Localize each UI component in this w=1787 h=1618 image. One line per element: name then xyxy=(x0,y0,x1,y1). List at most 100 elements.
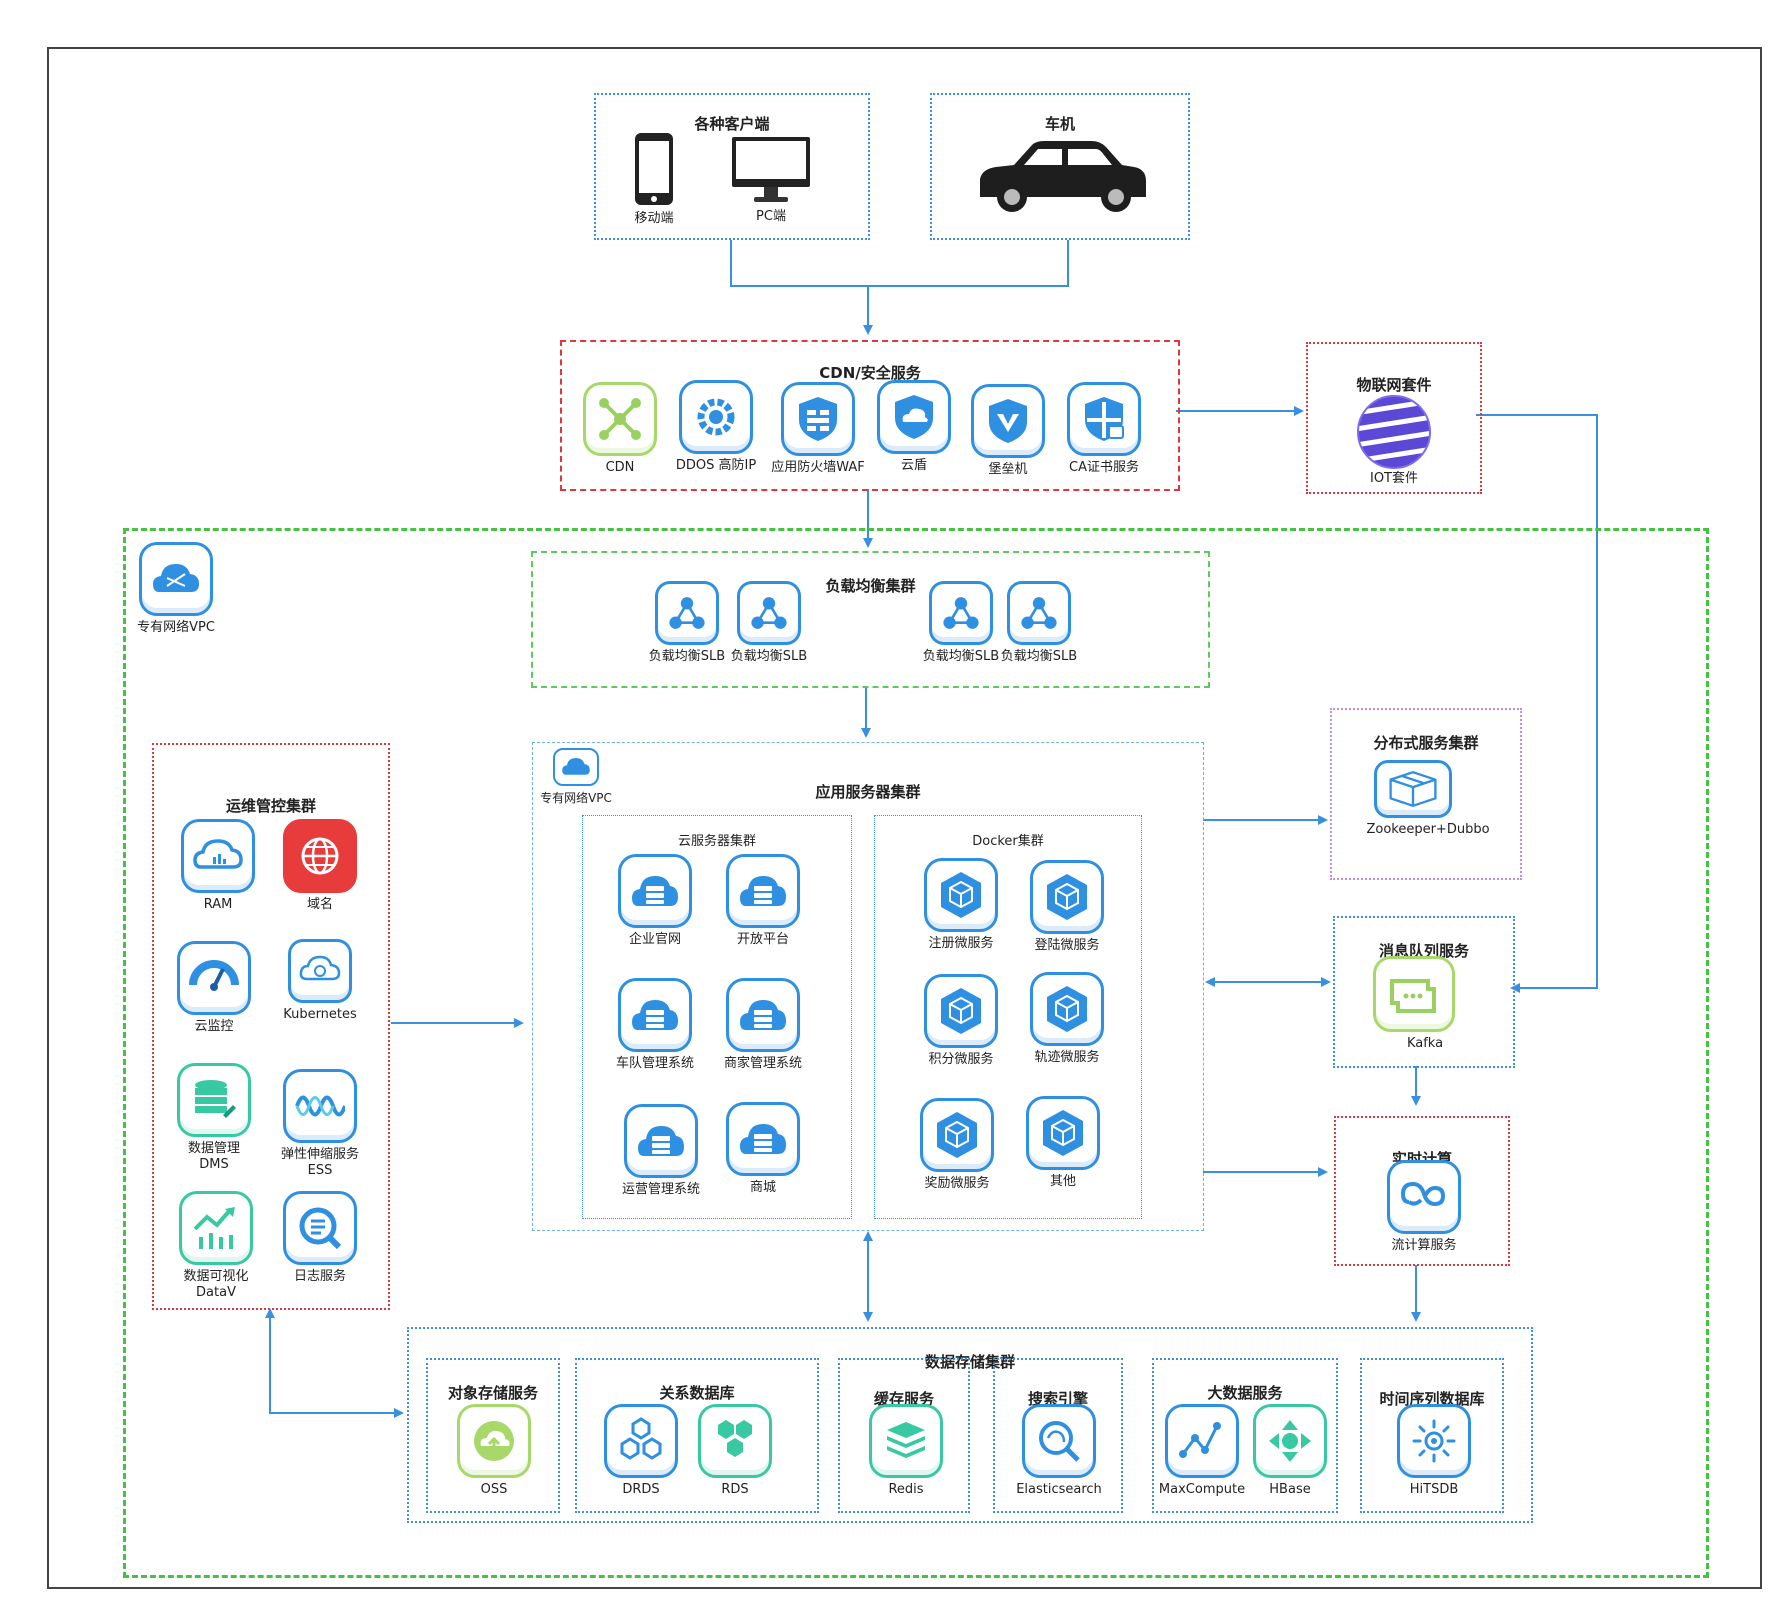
cloud-item-4-label: 商家管理系统 xyxy=(723,1056,802,1071)
slb-node-3: 负载均衡SLB xyxy=(913,581,1009,665)
hitsdb-sun-icon xyxy=(1397,1404,1471,1478)
redis-stack-icon xyxy=(869,1404,943,1478)
docker-title: Docker集群 xyxy=(972,834,1044,849)
slb-node-4: 负载均衡SLB xyxy=(991,581,1087,665)
object-storage-title: 对象存储服务 xyxy=(447,1384,538,1402)
container-cube-icon xyxy=(924,858,998,932)
log-search-icon xyxy=(283,1191,357,1265)
relational-db-group: 关系数据库 DRDS RDS xyxy=(575,1358,819,1513)
hitsdb-label: HiTSDB xyxy=(1409,1482,1459,1497)
cloud-item-2-label: 开放平台 xyxy=(736,932,789,947)
distributed-title: 分布式服务集群 xyxy=(1373,734,1479,752)
docker-item-4-label: 轨迹微服务 xyxy=(1034,1050,1100,1065)
cloud-item-5-label: 运营管理系统 xyxy=(621,1182,700,1197)
ddos-node: DDOS 高防IP xyxy=(668,380,764,474)
elasticsearch-node: Elasticsearch xyxy=(1011,1404,1107,1498)
waf-label: 应用防火墙WAF xyxy=(771,460,865,475)
cloud-server-cluster: 云服务器集群 企业官网 开放平台 车队管理系统 商家管理系统 运营管理系统 商城 xyxy=(582,815,852,1219)
mq-group: 消息队列服务 Kafka xyxy=(1333,916,1515,1068)
clients-group: 各种客户端 移动端 PC端 xyxy=(594,93,870,240)
app-vpc-badge: 专有网络VPC xyxy=(534,748,618,806)
ram-node: RAM xyxy=(170,819,266,913)
ecs-cloud-icon xyxy=(618,978,692,1052)
ecs-cloud-icon xyxy=(624,1104,698,1178)
ess-node: 弹性伸缩服务 ESS xyxy=(272,1069,368,1179)
docker-item-5-label: 奖励微服务 xyxy=(924,1176,990,1191)
domain-label: 域名 xyxy=(306,897,333,912)
slb-title: 负载均衡集群 xyxy=(825,577,916,595)
domain-node: 域名 xyxy=(272,819,368,913)
realtime-group: 实时计算 流计算服务 xyxy=(1334,1116,1510,1266)
container-cube-icon xyxy=(1030,860,1104,934)
ca-node: CA证书服务 xyxy=(1056,382,1152,476)
ess-label: 弹性伸缩服务 ESS xyxy=(280,1147,359,1178)
cloud-item-4: 商家管理系统 xyxy=(715,978,811,1072)
cloud-item-1: 企业官网 xyxy=(607,854,703,948)
container-cube-icon xyxy=(920,1098,994,1172)
datav-label: 数据可视化 DataV xyxy=(183,1269,249,1300)
dubbo-node: Zookeeper+Dubbo xyxy=(1366,760,1490,838)
mq-title: 消息队列服务 xyxy=(1378,942,1469,960)
cdn-icon xyxy=(583,382,657,456)
yundun-node: 云盾 xyxy=(866,380,962,474)
iot-label: IOT套件 xyxy=(1369,471,1418,486)
rds-node: RDS xyxy=(687,1404,783,1498)
tsdb-group: 时间序列数据库 HiTSDB xyxy=(1360,1358,1504,1513)
container-cube-icon xyxy=(1026,1096,1100,1170)
ecs-cloud-icon xyxy=(726,1102,800,1176)
docker-item-6-label: 其他 xyxy=(1049,1174,1076,1189)
cdn-node: CDN xyxy=(572,382,668,476)
bastion-label: 堡垒机 xyxy=(988,462,1028,477)
monitor-node: 云监控 xyxy=(166,941,262,1035)
tsdb-title: 时间序列数据库 xyxy=(1379,1390,1485,1408)
pc-label: PC端 xyxy=(756,209,786,224)
car-title: 车机 xyxy=(1044,115,1075,133)
docker-item-3: 积分微服务 xyxy=(913,974,1009,1068)
bastion-shield-icon xyxy=(971,384,1045,458)
message-queue-icon xyxy=(1373,956,1455,1032)
cache-group: 缓存服务 Redis xyxy=(838,1358,970,1513)
slb-node-2: 负载均衡SLB xyxy=(721,581,817,665)
docker-item-1: 注册微服务 xyxy=(913,858,1009,952)
drds-node: DRDS xyxy=(593,1404,689,1498)
waf-node: 应用防火墙WAF xyxy=(770,382,866,476)
load-balancer-icon xyxy=(655,581,719,645)
ddos-gear-icon xyxy=(679,380,753,454)
load-balancer-icon xyxy=(737,581,801,645)
bigdata-title: 大数据服务 xyxy=(1207,1384,1283,1402)
monitor-label: 云监控 xyxy=(194,1019,234,1034)
hbase-node: HBase xyxy=(1242,1404,1338,1498)
iot-group: 物联网套件 IOT套件 xyxy=(1306,342,1482,494)
docker-item-4: 轨迹微服务 xyxy=(1019,972,1115,1066)
docker-item-5: 奖励微服务 xyxy=(909,1098,1005,1192)
maxcompute-label: MaxCompute xyxy=(1158,1482,1246,1497)
yundun-label: 云盾 xyxy=(900,458,927,473)
car-icon xyxy=(980,141,1146,212)
cloud-server-title: 云服务器集群 xyxy=(677,834,756,849)
vpc-region xyxy=(123,528,1709,1578)
car-group: 车机 xyxy=(930,93,1190,240)
container-cube-icon xyxy=(924,974,998,1048)
drds-hexagon-icon xyxy=(604,1404,678,1478)
datav-node: 数据可视化 DataV xyxy=(168,1191,264,1301)
oss-label: OSS xyxy=(480,1482,508,1497)
ops-title: 运维管控集群 xyxy=(225,797,316,815)
log-node: 日志服务 xyxy=(272,1191,368,1285)
ddos-label: DDOS 高防IP xyxy=(675,458,757,473)
search-engine-group: 搜索引擎 Elasticsearch xyxy=(993,1358,1123,1513)
stream-infinity-icon xyxy=(1387,1160,1461,1234)
globe-icon xyxy=(283,819,357,893)
docker-item-3-label: 积分微服务 xyxy=(928,1052,994,1067)
slb-group: 负载均衡集群 负载均衡SLB 负载均衡SLB 负载均衡SLB 负载均衡SLB xyxy=(531,551,1210,688)
vpc-label: 专有网络VPC xyxy=(137,620,215,635)
load-balancer-icon xyxy=(929,581,993,645)
iot-globe-icon xyxy=(1357,395,1431,469)
dubbo-label: Zookeeper+Dubbo xyxy=(1366,822,1490,837)
app-title: 应用服务器集群 xyxy=(815,783,921,801)
gauge-icon xyxy=(177,941,251,1015)
maxcompute-node: MaxCompute xyxy=(1154,1404,1250,1498)
ca-label: CA证书服务 xyxy=(1069,460,1139,475)
desktop-monitor-icon xyxy=(732,137,810,202)
chart-visualization-icon xyxy=(179,1191,253,1265)
